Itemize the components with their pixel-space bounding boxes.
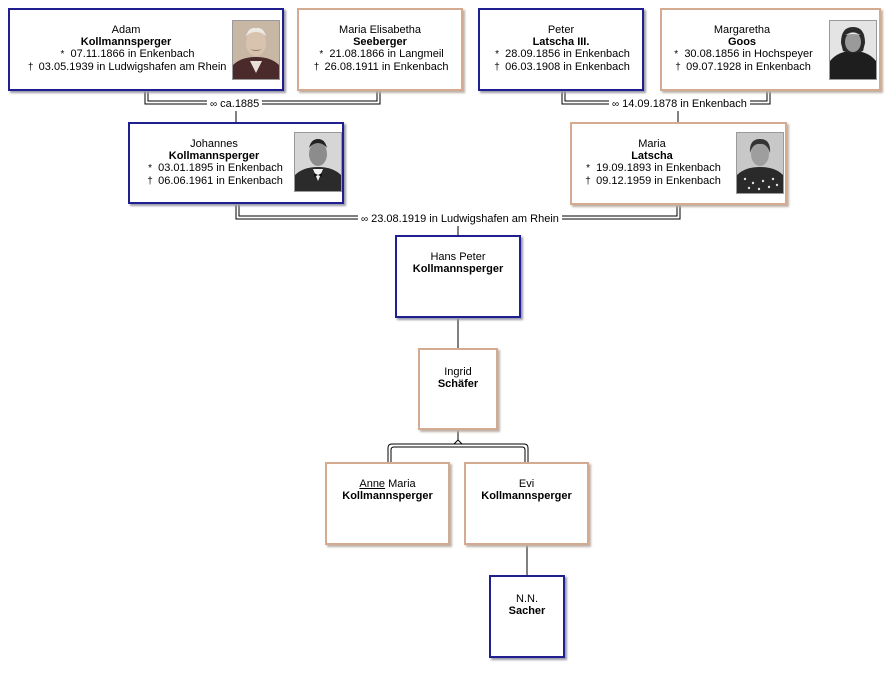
birth-event: * 30.08.1856 in Hochspeyer — [662, 48, 822, 61]
portrait-photo[interactable] — [294, 132, 342, 192]
birth-icon: * — [319, 49, 324, 60]
given-name: Adam — [111, 24, 141, 36]
death-icon: † — [313, 62, 320, 73]
surname: Latscha — [631, 150, 673, 162]
given-name: Margaretha — [713, 24, 771, 36]
portrait-photo[interactable] — [829, 20, 877, 80]
marriage-icon: ∞ — [361, 214, 369, 225]
birth-event: * 28.09.1856 in Enkenbach — [480, 48, 642, 61]
given-name: Peter — [547, 24, 575, 36]
surname: Latscha III. — [532, 36, 590, 48]
surname: Goos — [727, 36, 757, 48]
birth-icon: * — [60, 49, 65, 60]
death-event: † 06.03.1908 in Enkenbach — [480, 61, 642, 74]
death-event: † 06.06.1961 in Enkenbach — [134, 175, 294, 188]
given-name: Anne Maria — [359, 478, 416, 490]
given-name: Evi — [518, 478, 535, 490]
surname: Kollmannsperger — [168, 150, 260, 162]
person-card-maria[interactable]: Maria Latscha * 19.09.1893 in Enkenbach … — [570, 122, 787, 205]
birth-icon: * — [586, 163, 591, 174]
person-card-nn-sacher[interactable]: N.N. Sacher — [489, 575, 565, 658]
person-card-maria-elisabetha[interactable]: Maria Elisabetha Seeberger * 21.08.1866 … — [297, 8, 463, 91]
given-name: Ingrid — [444, 366, 472, 378]
person-card-johannes[interactable]: Johannes Kollmannsperger * 03.01.1895 in… — [128, 122, 344, 204]
marriage-icon: ∞ — [210, 99, 218, 110]
surname: Schäfer — [437, 378, 479, 390]
portrait-photo[interactable] — [232, 20, 280, 80]
birth-event: * 19.09.1893 in Enkenbach — [572, 162, 732, 175]
person-card-evi[interactable]: Evi Kollmannsperger — [464, 462, 589, 545]
death-icon: † — [27, 62, 34, 73]
birth-event: * 07.11.1866 in Enkenbach — [16, 48, 236, 61]
call-name: Anne — [359, 478, 386, 490]
marriage-icon: ∞ — [612, 99, 620, 110]
portrait-photo[interactable] — [736, 132, 784, 194]
surname: Kollmannsperger — [342, 490, 433, 502]
birth-event: * 21.08.1866 in Langmeil — [299, 48, 461, 61]
person-card-ingrid[interactable]: Ingrid Schäfer — [418, 348, 498, 430]
surname: Kollmannsperger — [481, 490, 572, 502]
person-card-anne-maria[interactable]: Anne Maria Kollmannsperger — [325, 462, 450, 545]
death-event: † 09.07.1928 in Enkenbach — [662, 61, 822, 74]
marriage-label-peter-margaretha: ∞14.09.1878 in Enkenbach — [609, 98, 750, 111]
marriage-label-adam-maria: ∞ca.1885 — [207, 98, 263, 111]
given-name: N.N. — [516, 593, 538, 605]
marriage-label-johannes-maria: ∞23.08.1919 in Ludwigshafen am Rhein — [358, 213, 562, 226]
given-name: Maria Elisabetha — [339, 24, 421, 36]
death-icon: † — [147, 176, 153, 187]
person-card-peter[interactable]: Peter Latscha III. * 28.09.1856 in Enken… — [478, 8, 644, 91]
death-icon: † — [494, 62, 500, 73]
portrait-icon — [830, 21, 876, 79]
person-card-hans-peter[interactable]: Hans Peter Kollmannsperger — [395, 235, 521, 318]
surname: Seeberger — [353, 36, 407, 48]
person-card-margaretha[interactable]: Margaretha Goos * 30.08.1856 in Hochspey… — [660, 8, 881, 91]
given-name: Johannes — [190, 138, 238, 150]
death-icon: † — [585, 176, 591, 187]
birth-icon: * — [148, 163, 153, 174]
portrait-icon — [295, 133, 341, 191]
given-name: Hans Peter — [430, 251, 486, 263]
surname: Kollmannsperger — [80, 36, 172, 48]
death-icon: † — [675, 62, 681, 73]
birth-event: * 03.01.1895 in Enkenbach — [134, 162, 294, 175]
children-connector — [387, 443, 529, 462]
death-event: † 03.05.1939 in Ludwigshafen am Rhein — [16, 61, 236, 74]
portrait-icon — [233, 21, 279, 79]
surname: Kollmannsperger — [412, 263, 504, 275]
death-event: † 09.12.1959 in Enkenbach — [572, 175, 732, 188]
marriage-connector — [144, 91, 381, 105]
person-card-adam[interactable]: Adam Kollmannsperger * 07.11.1866 in Enk… — [8, 8, 284, 91]
surname: Sacher — [508, 605, 546, 617]
death-event: † 26.08.1911 in Enkenbach — [299, 61, 461, 74]
birth-icon: * — [495, 49, 500, 60]
portrait-icon — [737, 133, 783, 193]
birth-icon: * — [674, 49, 679, 60]
given-name: Maria — [638, 138, 666, 150]
